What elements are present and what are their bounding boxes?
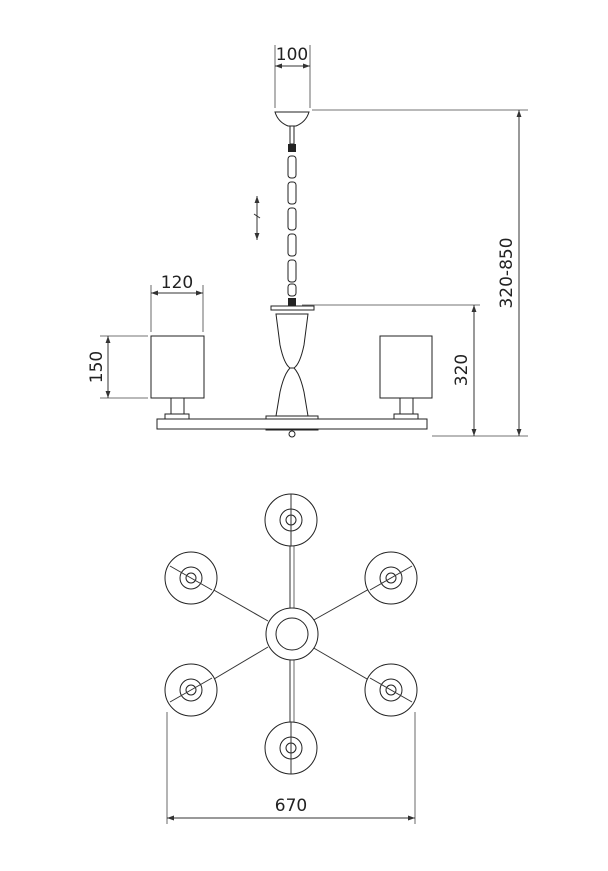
right-shade (379, 335, 433, 420)
dimension-shade-height: 150 (87, 335, 148, 399)
total-height-label: 320-850 (497, 237, 517, 308)
body-height-label: 320 (452, 354, 472, 386)
lamp-head-upper-left (164, 551, 218, 605)
lamp-head-top (264, 493, 318, 547)
span-width-label: 670 (275, 796, 307, 816)
shade-height-label: 150 (87, 351, 107, 383)
lamp-head-upper-right (364, 551, 418, 605)
dimension-span-width: 670 (166, 712, 416, 824)
canopy-width-label: 100 (276, 45, 308, 65)
top-view: 670 (164, 493, 418, 824)
dimension-total-height: 320-850 (312, 109, 528, 436)
chain (287, 144, 297, 306)
dimension-shade-width: 120 (150, 273, 204, 332)
dimension-canopy-width: 100 (274, 45, 311, 108)
canopy (274, 111, 310, 145)
lamp-head-lower-left (164, 663, 218, 717)
lamp-head-bottom (264, 721, 318, 775)
side-view: 100 120 150 320 320-850 (87, 45, 528, 438)
lamp-head-lower-right (364, 663, 418, 717)
length-adjust-icon (253, 196, 261, 240)
arm-bar (156, 418, 428, 430)
center-hub (265, 607, 319, 661)
left-shade (150, 335, 205, 420)
central-body (265, 305, 319, 438)
shade-width-label: 120 (161, 273, 193, 293)
dimension-body-height: 320 (302, 304, 528, 437)
